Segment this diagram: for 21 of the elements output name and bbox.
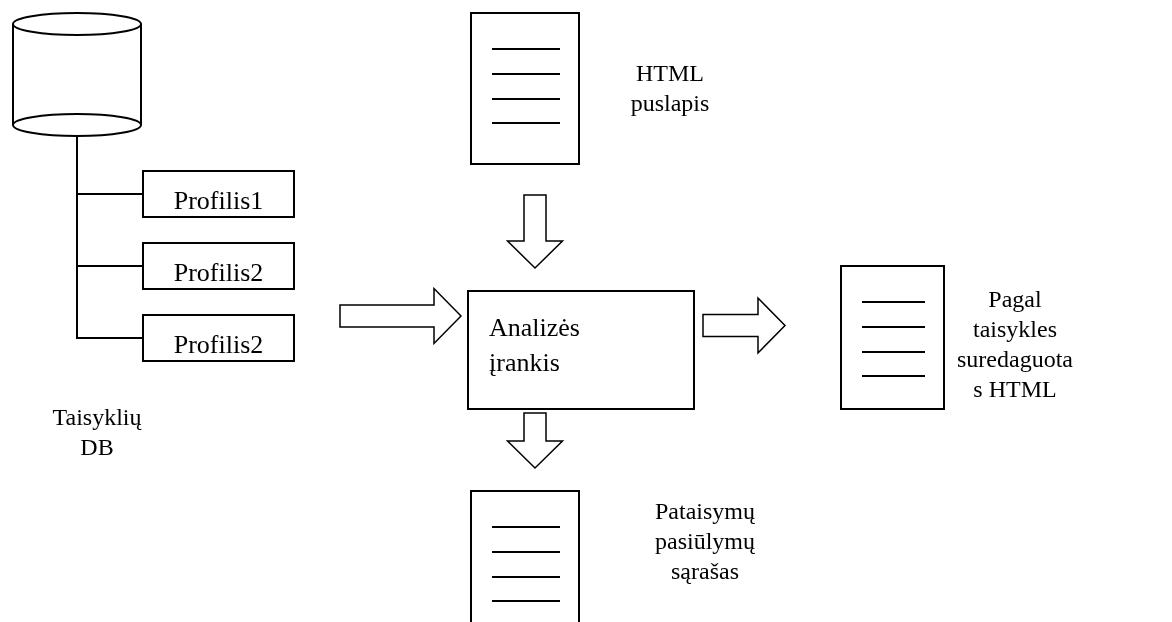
document-box [840, 265, 945, 410]
box-label: Profilis1 [173, 186, 264, 216]
connector-line [76, 136, 143, 339]
database-cylinder [12, 12, 142, 137]
document-box [470, 12, 580, 165]
profile-box [142, 242, 295, 290]
box-label: Analizės įrankis [489, 313, 580, 377]
block-arrow [505, 412, 565, 470]
document-box [470, 490, 580, 622]
node-caption: Pagal taisykles suredaguota s HTML [956, 285, 1074, 404]
node-caption: HTML puslapis [629, 59, 711, 118]
box-label: Profilis2 [173, 258, 264, 288]
process-box [467, 290, 695, 410]
box-label: Profilis2 [173, 330, 264, 360]
block-arrow [702, 296, 787, 355]
profile-box [142, 314, 295, 362]
profile-box [142, 170, 295, 218]
node-caption: Pataisymų pasiūlymų sąrašas [654, 497, 756, 586]
block-arrow [505, 194, 565, 270]
block-arrow [339, 286, 463, 346]
label-text: Taisyklių DB [51, 403, 143, 462]
